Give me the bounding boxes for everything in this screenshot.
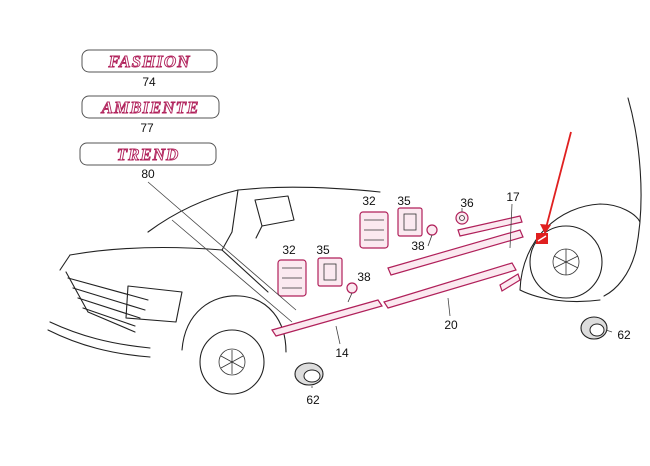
- strip-end: [499, 273, 521, 292]
- badge-trend: TREND: [79, 142, 217, 166]
- badge-trend-text: TREND: [117, 145, 180, 164]
- callout-32-upper: 32: [362, 194, 376, 208]
- clip-32-upper: [359, 211, 389, 249]
- clip-32-lower: [277, 259, 307, 297]
- callout-38-lower: 38: [357, 270, 371, 284]
- badge-ambiente: AMBIENTE: [81, 95, 220, 119]
- callout-35-upper: 35: [397, 194, 411, 208]
- clip-35-lower: [317, 257, 343, 287]
- badge-fashion: FASHION: [81, 49, 218, 73]
- badge-ambiente-text: AMBIENTE: [101, 98, 200, 117]
- callout-20: 20: [444, 318, 458, 332]
- moulding-strips: [271, 215, 524, 337]
- strip-17-upper: [457, 215, 523, 237]
- callout-35-lower: 35: [316, 243, 330, 257]
- highlight-marker-mark: [537, 235, 547, 242]
- clip-35-upper: [397, 207, 423, 237]
- badge-ambiente-number: 77: [140, 121, 154, 135]
- red-arrow: [540, 131, 572, 234]
- plug-62-rear: [580, 316, 608, 340]
- callout-36: 36: [460, 196, 474, 210]
- callout-14: 14: [335, 346, 349, 360]
- callout-32-lower: 32: [282, 243, 296, 257]
- badge-trend-number: 80: [141, 167, 155, 181]
- leader-lines: [147, 181, 613, 388]
- grommet-36: [455, 211, 469, 225]
- strip-17-lower: [387, 229, 524, 276]
- screw-38-upper: [426, 224, 438, 247]
- plug-62-front: [294, 362, 324, 386]
- screw-38-lower: [346, 282, 358, 303]
- callout-62-rear: 62: [617, 328, 631, 342]
- van-outline: [47, 97, 642, 395]
- callout-17: 17: [506, 190, 520, 204]
- callout-38-upper: 38: [411, 239, 425, 253]
- callout-62-front: 62: [306, 393, 320, 407]
- strip-14: [271, 299, 383, 337]
- badge-fashion-number: 74: [142, 75, 156, 89]
- strip-20: [383, 262, 517, 309]
- badge-fashion-text: FASHION: [108, 52, 191, 71]
